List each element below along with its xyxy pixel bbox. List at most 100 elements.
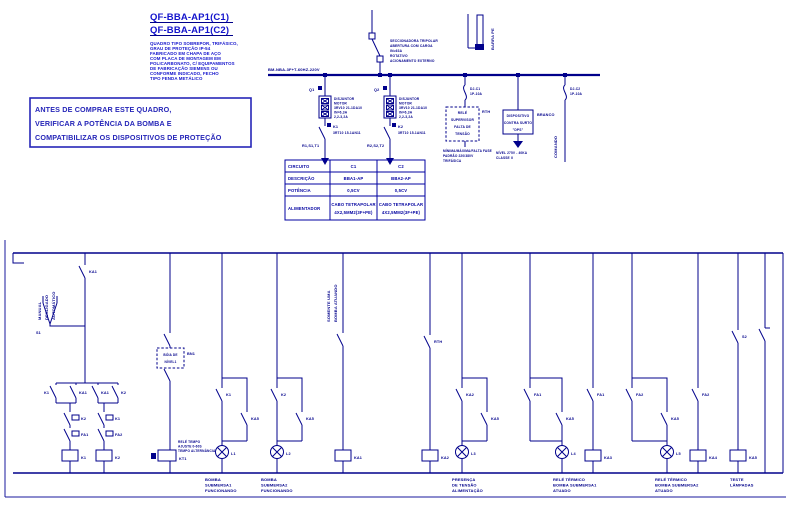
- feeder2-contactor-tag: K2: [398, 125, 403, 129]
- control-ladder: MANUAL DESLIGADO AUTOMÁTICO S1 KA1 K1: [12, 252, 784, 493]
- svg-text:RELÉ: RELÉ: [458, 110, 468, 115]
- dps-tag: BRANCO: [537, 113, 555, 117]
- svg-text:LÂMPADAS: LÂMPADAS: [730, 483, 754, 488]
- voltage-supervisor-branch: DJ-C1 1P-10A RELÉ SUPERVISOR FALTA DE TE…: [443, 75, 492, 163]
- svg-text:COM PLACA DE MONTAGEM EM: COM PLACA DE MONTAGEM EM: [150, 56, 221, 61]
- svg-text:NÍVEL1: NÍVEL1: [164, 359, 176, 364]
- svg-text:BOMBA ATUANDO: BOMBA ATUANDO: [333, 284, 338, 322]
- ka1-feed-rail: KA1: [78, 253, 97, 383]
- svg-text:0,5CV: 0,5CV: [347, 188, 359, 193]
- svg-text:ATUADO: ATUADO: [655, 488, 673, 493]
- lamp-l3-branch: KA2 KA5 L3: [455, 253, 499, 473]
- level-switch-timer-branch: BÓIA DE NÍVEL1 BN1 RELÉ TEMPO AJUSTE 0-6…: [151, 253, 216, 473]
- svg-text:CLASSE II: CLASSE II: [496, 156, 513, 160]
- svg-text:IN=6,3A: IN=6,3A: [399, 111, 413, 115]
- svg-text:C2: C2: [398, 164, 404, 169]
- main-busbar: BM-NBA-3F+T-60HZ-220V: [268, 67, 600, 77]
- single-line-diagram: SECCIONADORA TRIPOLAR ABERTURA COM CARGA…: [268, 10, 600, 165]
- main-disconnect-switch: SECCIONADORA TRIPOLAR ABERTURA COM CARGA…: [368, 10, 438, 75]
- svg-text:TESTE: TESTE: [730, 477, 744, 482]
- coil-ka3: [584, 449, 602, 462]
- svg-text:RTH: RTH: [434, 340, 442, 344]
- ka2-coil-rail: RTH KA2: [421, 253, 449, 473]
- svg-text:L2: L2: [286, 452, 291, 456]
- svg-text:0,5CV: 0,5CV: [395, 188, 407, 193]
- coil-kt1: [157, 449, 177, 462]
- svg-text:SUBMERSA1: SUBMERSA1: [205, 483, 232, 488]
- panel-title-2: QF-BBA-AP1(C2): [150, 25, 229, 36]
- svg-text:BBA1-AP: BBA1-AP: [344, 176, 364, 181]
- coil-k2: [95, 449, 113, 462]
- svg-text:AJUSTE 0-60S: AJUSTE 0-60S: [178, 445, 202, 449]
- svg-text:MANUAL: MANUAL: [37, 301, 42, 320]
- svg-text:KA5: KA5: [251, 417, 259, 421]
- svg-text:BOMBA: BOMBA: [261, 477, 277, 482]
- svg-text:L3: L3: [471, 452, 476, 456]
- svg-text:ACIONAMENTO EXTERNO: ACIONAMENTO EXTERNO: [390, 59, 435, 63]
- ka3-coil-rail: FA1 KA3: [584, 253, 612, 473]
- svg-text:RELÉ TEMPO: RELÉ TEMPO: [178, 439, 201, 444]
- svg-text:KT1: KT1: [179, 457, 187, 461]
- svg-text:K2: K2: [281, 393, 286, 397]
- coil-k1: [61, 449, 79, 462]
- svg-text:L5: L5: [676, 452, 681, 456]
- svg-text:MOTOR: MOTOR: [334, 102, 347, 106]
- svg-text:IN=63A: IN=63A: [390, 49, 403, 53]
- svg-text:SUPERVISOR: SUPERVISOR: [451, 118, 475, 122]
- pump-contactor-network: K1 KA1 KA1 K2 K2 FA1: [44, 382, 126, 473]
- svg-text:TEMPO ALTERNÂNCIA: TEMPO ALTERNÂNCIA: [178, 448, 216, 453]
- label-bomba1: BOMBA SUBMERSA1 FUNCIONANDO: [205, 477, 237, 493]
- warning-line-1: ANTES DE COMPRAR ESTE QUADRO,: [35, 105, 172, 114]
- warning-box: ANTES DE COMPRAR ESTE QUADRO, VERIFICAR …: [29, 97, 252, 148]
- svg-text:FA1: FA1: [534, 393, 541, 397]
- label-teste-lampadas: TESTE LÂMPADAS: [730, 477, 754, 488]
- table-row-label: CIRCUITO: [288, 164, 310, 169]
- svg-text:ABERTURA COM CARGA: ABERTURA COM CARGA: [390, 44, 433, 48]
- voltage-relay-notes: MÍNIMA/MÁXIMA/FALTA FASE PADRÃO 220/380V…: [443, 148, 492, 163]
- svg-text:DISJUNTOR: DISJUNTOR: [399, 97, 420, 101]
- svg-text:TRIFÁSICA: TRIFÁSICA: [443, 158, 462, 163]
- spec-table: CIRCUITO C1 C2 DESCRIÇÃO BBA1-AP BBA2-AP…: [284, 159, 426, 221]
- feeder2-breaker-spec: DISJUNTOR MOTOR 3RV10 21-1DA10 IN=6,3A 2…: [399, 97, 427, 119]
- table-row-label: POTÊNCIA: [288, 188, 311, 193]
- svg-text:IN=6,3A: IN=6,3A: [334, 111, 348, 115]
- feeder-2-bba2: Q2 DISJUNTOR MOTOR 3RV10 21-1DA10 IN=6,3…: [367, 75, 427, 165]
- svg-text:KA3: KA3: [604, 456, 612, 460]
- svg-text:2,2-3,2A: 2,2-3,2A: [334, 115, 348, 119]
- selector-tag: S1: [36, 331, 41, 335]
- svg-text:L4: L4: [571, 452, 576, 456]
- ladder-bottom-labels: BOMBA SUBMERSA1 FUNCIONANDO BOMBA SUBMER…: [205, 477, 754, 493]
- svg-text:SUBMERSA2: SUBMERSA2: [261, 483, 288, 488]
- svg-text:RELÉ TÉRMICO: RELÉ TÉRMICO: [655, 477, 687, 482]
- svg-text:KA5: KA5: [749, 456, 757, 460]
- control-feed-branch: DJ-C2 1P-10A COMANDO: [553, 75, 582, 162]
- coil-ka2: [421, 449, 439, 462]
- ka5-coil-rail: S2 KA5: [729, 253, 757, 473]
- svg-text:K1: K1: [115, 417, 120, 421]
- svg-text:CONTRA SURTO: CONTRA SURTO: [504, 121, 532, 125]
- feeder2-breaker-tag: Q2: [374, 88, 379, 92]
- svg-text:KA4: KA4: [709, 456, 718, 460]
- selector-switch: MANUAL DESLIGADO AUTOMÁTICO S1: [36, 291, 85, 335]
- lamp-l4-branch: FA1 KA5 L4: [523, 253, 576, 473]
- svg-text:"DPS": "DPS": [513, 128, 524, 132]
- svg-text:KA5: KA5: [566, 417, 574, 421]
- svg-text:KA1: KA1: [79, 391, 87, 395]
- svg-text:BÓIA DE: BÓIA DE: [163, 352, 177, 357]
- coil-ka5: [729, 449, 747, 462]
- svg-text:BOMBA SUBMERSA2: BOMBA SUBMERSA2: [655, 483, 699, 488]
- svg-text:L1: L1: [231, 452, 236, 456]
- svg-text:FABRICADO EM CHAPA DE AÇO: FABRICADO EM CHAPA DE AÇO: [150, 51, 221, 56]
- svg-text:TENSÃO: TENSÃO: [455, 131, 470, 136]
- svg-text:KA5: KA5: [306, 417, 314, 421]
- table-row-label: DESCRIÇÃO: [288, 176, 315, 181]
- aux-right-rail: [758, 253, 770, 473]
- svg-text:MÍNIMA/MÁXIMA/FALTA FASE: MÍNIMA/MÁXIMA/FALTA FASE: [443, 148, 492, 153]
- timer-note: RELÉ TEMPO AJUSTE 0-60S TEMPO ALTERNÂNCI…: [178, 439, 216, 453]
- svg-text:3RV10 21-1DA10: 3RV10 21-1DA10: [399, 106, 427, 110]
- svg-text:TIPO FENDA METÁLICO: TIPO FENDA METÁLICO: [150, 76, 203, 81]
- svg-text:ALIMENTAÇÃO: ALIMENTAÇÃO: [452, 488, 483, 493]
- svg-text:KA1: KA1: [101, 391, 109, 395]
- svg-text:K2: K2: [121, 391, 126, 395]
- svg-text:FA1: FA1: [597, 393, 604, 397]
